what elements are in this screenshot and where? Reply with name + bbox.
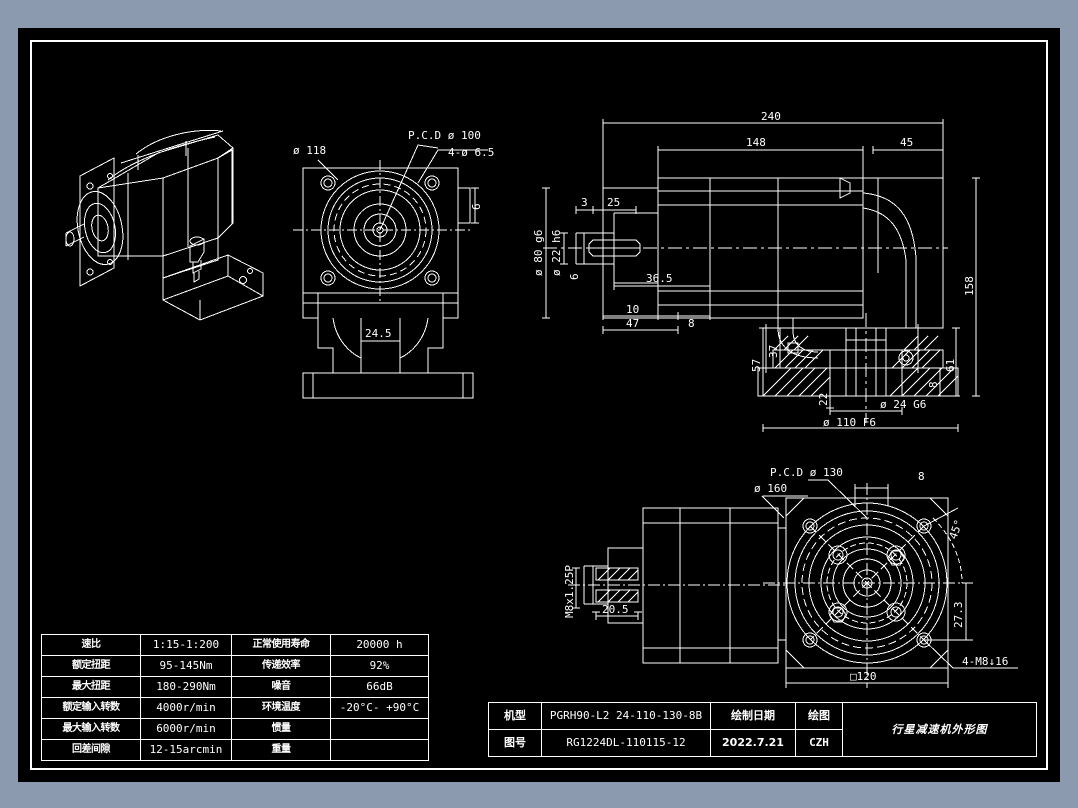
dim-side-4: 25 xyxy=(607,196,620,209)
dim-side-14: 8 xyxy=(927,381,940,388)
spec-label: 额定输入转数 xyxy=(41,697,141,719)
cad-linework xyxy=(65,119,1018,688)
dim-rear-7: 20.5 xyxy=(602,603,629,616)
title-block-row-model: 机型 PGRH90-L2 24-110-130-8B 绘制日期 绘图 行星减速机… xyxy=(488,702,1037,757)
dim-side-18: ø 110 F6 xyxy=(823,416,876,429)
table-row: 额定扭距 95-145Nm 传递效率 92% xyxy=(41,655,429,677)
dim-front-2: 4-ø 6.5 xyxy=(448,146,494,159)
dim-rear-4: 27.3 xyxy=(952,602,965,629)
spec-label: 回差间隙 xyxy=(41,739,141,761)
spec-label: 传递效率 xyxy=(231,655,331,677)
dim-front-0: ø 118 xyxy=(293,144,326,157)
spec-value: 180-290Nm xyxy=(140,676,232,698)
dim-rear-6: M8x1.25P xyxy=(563,565,576,618)
specification-table: 速比 1:15-1:200 正常使用寿命 20000 h 额定扭距 95-145… xyxy=(41,634,429,761)
dim-front-1: P.C.D ø 100 xyxy=(408,129,481,142)
dim-side-9: 10 xyxy=(626,303,639,316)
date-value: 2022.7.21 xyxy=(710,729,796,757)
dim-side-1: 148 xyxy=(746,136,766,149)
spec-value xyxy=(330,739,429,761)
spec-label: 最大输入转数 xyxy=(41,718,141,740)
dim-side-3: 3 xyxy=(581,196,588,209)
spec-value: 20000 h xyxy=(330,634,429,656)
dim-side-11: 8 xyxy=(688,317,695,330)
drawn-by-value: CZH xyxy=(795,729,843,757)
dim-side-5: ø 80 g6 xyxy=(532,230,545,276)
front-view xyxy=(293,144,488,399)
side-section-view xyxy=(542,119,980,432)
dim-side-12: 158 xyxy=(963,276,976,296)
drawing-no-label: 图号 xyxy=(488,729,542,757)
dim-rear-5: 4-M8↓16 xyxy=(962,655,1008,668)
spec-label: 惯量 xyxy=(231,718,331,740)
dim-rear-3: 45° xyxy=(947,518,966,541)
spec-label: 环境温度 xyxy=(231,697,331,719)
spec-value: -20°C- +90°C xyxy=(330,697,429,719)
dim-rear-0: P.C.D ø 130 xyxy=(770,466,843,479)
dim-side-17: 22 xyxy=(817,393,830,406)
drawing-border xyxy=(30,40,1048,770)
spec-label: 速比 xyxy=(41,634,141,656)
dim-side-10: 47 xyxy=(626,317,639,330)
spec-value: 6000r/min xyxy=(140,718,232,740)
model-value: PGRH90-L2 24-110-130-8B xyxy=(541,702,711,730)
spec-label: 额定扭距 xyxy=(41,655,141,677)
table-row: 回差间隙 12-15arcmin 重量 xyxy=(41,739,429,761)
drawn-by-label: 绘图 xyxy=(795,702,843,730)
dim-side-2: 45 xyxy=(900,136,913,149)
table-row: 额定输入转数 4000r/min 环境温度 -20°C- +90°C xyxy=(41,697,429,719)
spec-value: 12-15arcmin xyxy=(140,739,232,761)
rear-flange-view xyxy=(568,479,1018,688)
dim-rear-8: □120 xyxy=(850,670,877,683)
dim-side-19: ø 24 G6 xyxy=(880,398,926,411)
dim-side-8: 36.5 xyxy=(646,272,673,285)
table-row: 速比 1:15-1:200 正常使用寿命 20000 h xyxy=(41,634,429,656)
spec-value: 66dB xyxy=(330,676,429,698)
drawing-sheet: ø 118 P.C.D ø 100 4-ø 6.5 6 24.5 240 148… xyxy=(18,28,1060,782)
spec-label: 最大扭距 xyxy=(41,676,141,698)
spec-label: 重量 xyxy=(231,739,331,761)
dim-front-4: 24.5 xyxy=(365,327,392,340)
table-row: 最大扭距 180-290Nm 噪音 66dB xyxy=(41,676,429,698)
isometric-view xyxy=(65,129,264,321)
dim-side-13: 61 xyxy=(944,359,957,372)
drawing-no-value: RG1224DL-110115-12 xyxy=(541,729,711,757)
dim-front-3: 6 xyxy=(470,203,483,210)
dim-side-15: 57 xyxy=(750,359,763,372)
spec-value: 1:15-1:200 xyxy=(140,634,232,656)
dim-rear-1: ø 160 xyxy=(754,482,787,495)
dimension-text-layer: ø 118 P.C.D ø 100 4-ø 6.5 6 24.5 240 148… xyxy=(293,110,1008,683)
table-row: 最大输入转数 6000r/min 惯量 xyxy=(41,718,429,740)
dim-side-16: 37 xyxy=(767,345,780,358)
title-block-row-drawing-no: 图号 RG1224DL-110115-12 2022.7.21 CZH xyxy=(488,729,1037,757)
date-label: 绘制日期 xyxy=(710,702,796,730)
spec-value xyxy=(330,718,429,740)
dim-side-7: 6 xyxy=(568,273,581,280)
model-label: 机型 xyxy=(488,702,542,730)
sheet-title: 行星减速机外形图 xyxy=(842,702,1037,757)
dim-rear-2: 8 xyxy=(918,470,925,483)
spec-value: 95-145Nm xyxy=(140,655,232,677)
spec-label: 正常使用寿命 xyxy=(231,634,331,656)
spec-value: 4000r/min xyxy=(140,697,232,719)
title-block: 机型 PGRH90-L2 24-110-130-8B 绘制日期 绘图 行星减速机… xyxy=(488,702,1037,757)
dim-side-6: ø 22 h6 xyxy=(550,230,563,276)
dim-side-0: 240 xyxy=(761,110,781,123)
spec-value: 92% xyxy=(330,655,429,677)
spec-label: 噪音 xyxy=(231,676,331,698)
